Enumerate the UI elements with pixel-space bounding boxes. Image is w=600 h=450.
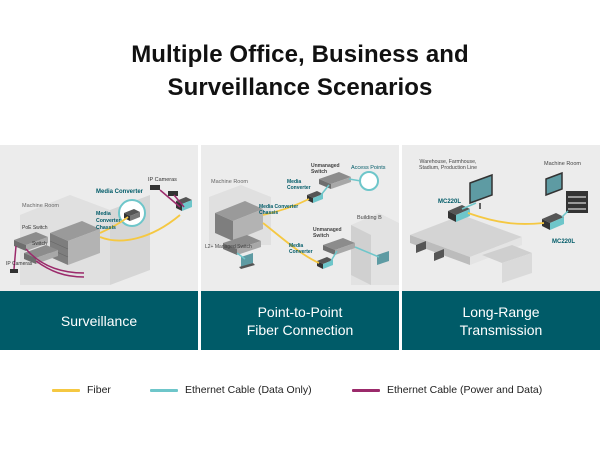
caption-line: Surveillance [60, 312, 138, 329]
label-media-converter: Media Converter [96, 189, 144, 195]
label-ip-cameras-top: IP Cameras [148, 177, 177, 183]
media-converter-top-icon [307, 191, 323, 203]
label-building-b: Building B [357, 215, 382, 221]
legend-label: Fiber [87, 384, 111, 396]
ethernet-cable [236, 252, 246, 260]
fiber-line-icon [52, 388, 80, 392]
caption-point-to-point: Point-to-Point Fiber Connection [201, 291, 399, 350]
label-media-converter-bottom-2: Converter [289, 249, 313, 255]
production-line-icon [410, 215, 532, 283]
label-chassis-1: Media Converter [259, 204, 298, 210]
label-chassis-2: Converter [96, 218, 121, 224]
fiber-cable [262, 222, 320, 264]
fiber-cable [99, 216, 129, 234]
l2-managed-switch-icon [223, 235, 261, 255]
caption-long-range: Long-Range Transmission [402, 291, 600, 350]
caption-line: Point-to-Point [257, 303, 343, 320]
label-switch: Switch [32, 241, 47, 247]
caption-line: Transmission [459, 321, 543, 338]
label-warehouse-1: Warehouse, Farmhouse, [420, 159, 477, 165]
legend-item-ethernet-power: Ethernet Cable (Power and Data) [352, 382, 542, 398]
fiber-cable [262, 198, 310, 216]
poe-cable [35, 260, 85, 278]
label-warehouse-2: Stadium, Production Line [419, 165, 477, 171]
ethernet-power-line-icon [352, 388, 380, 392]
poe-cable [13, 245, 17, 270]
poe-cable [159, 189, 181, 208]
unmanaged-switch-bottom-icon [323, 238, 355, 255]
label-chassis-3: Chassis [96, 225, 116, 231]
label-unmanaged-switch-top-1: Unmanaged [311, 163, 340, 169]
label-poe-switch: PoE Switch [22, 225, 48, 231]
ethernet-cable [320, 184, 330, 196]
surveillance-illustration: Machine Room Media Converter IP Cameras … [0, 145, 198, 291]
legend-label: Ethernet Cable (Power and Data) [387, 384, 543, 396]
caption-line: Fiber Connection [246, 321, 354, 338]
long-range-illustration: Warehouse, Farmhouse, Stadium, Productio… [402, 145, 600, 291]
server-icon [566, 191, 588, 213]
poe-switch-icon [14, 232, 48, 251]
ethernet-cable [348, 178, 362, 182]
label-chassis-1: Media [96, 211, 111, 217]
fiber-cable [99, 214, 181, 242]
cable-legend: Fiber Ethernet Cable (Data Only) Etherne… [0, 382, 600, 398]
point-to-point-illustration: Unmanaged Switch Access Points Machine R… [201, 145, 399, 291]
label-access-points: Access Points [351, 165, 386, 171]
ethernet-cable [330, 250, 338, 262]
mc220l-right-icon [542, 213, 564, 230]
computer-monitor-right-icon [377, 251, 389, 265]
page-title-line-2: Surveillance Scenarios [167, 74, 433, 101]
label-machine-room: Machine Room [22, 203, 59, 209]
label-machine-room: Machine Room [544, 161, 581, 167]
computer-monitor-right-icon [545, 171, 563, 197]
label-machine-room: Machine Room [211, 179, 248, 185]
ethernet-cable [461, 202, 477, 210]
scenario-point-to-point: Unmanaged Switch Access Points Machine R… [201, 145, 399, 350]
legend-item-fiber: Fiber [52, 382, 111, 398]
label-ip-cameras-bottom: IP Cameras [6, 261, 33, 267]
label-l2-managed-switch: L2+ Managed Switch [205, 244, 252, 250]
page-title: Multiple Office, Business and Surveillan… [0, 38, 600, 104]
label-unmanaged-switch-bottom-2: Switch [313, 233, 329, 239]
fiber-cable [467, 212, 545, 225]
media-converter-chassis-icon [215, 201, 263, 241]
ethernet-cable [561, 210, 569, 218]
label-mc220l-right: MC220L [552, 239, 575, 245]
legend-item-ethernet-data: Ethernet Cable (Data Only) [150, 382, 312, 398]
label-unmanaged-switch-bottom-1: Unmanaged [313, 227, 342, 233]
label-media-converter-top-1: Media [287, 179, 301, 185]
ethernet-cable [354, 246, 380, 258]
computer-monitor-icon [469, 173, 493, 209]
label-media-converter-bottom-1: Media [289, 243, 303, 249]
label-mc220l-left: MC220L [438, 199, 461, 205]
legend-label: Ethernet Cable (Data Only) [185, 384, 312, 396]
scenario-panels: Machine Room Media Converter IP Cameras … [0, 145, 600, 350]
label-chassis-2: Chassis [259, 210, 278, 216]
label-media-converter-top-2: Converter [287, 185, 311, 191]
scenario-long-range: Warehouse, Farmhouse, Stadium, Productio… [402, 145, 600, 350]
ip-camera-icon [10, 185, 178, 273]
caption-line: Long-Range [462, 303, 540, 320]
ethernet-data-line-icon [150, 388, 178, 392]
caption-surveillance: Surveillance [0, 291, 198, 350]
access-point-icon [359, 171, 379, 191]
poe-cable [173, 194, 185, 208]
label-unmanaged-switch-top-2: Switch [311, 169, 327, 175]
page-title-line-1: Multiple Office, Business and [131, 41, 469, 68]
computer-monitor-icon [239, 253, 255, 269]
scenario-surveillance: Machine Room Media Converter IP Cameras … [0, 145, 198, 350]
poe-cable [25, 248, 85, 274]
